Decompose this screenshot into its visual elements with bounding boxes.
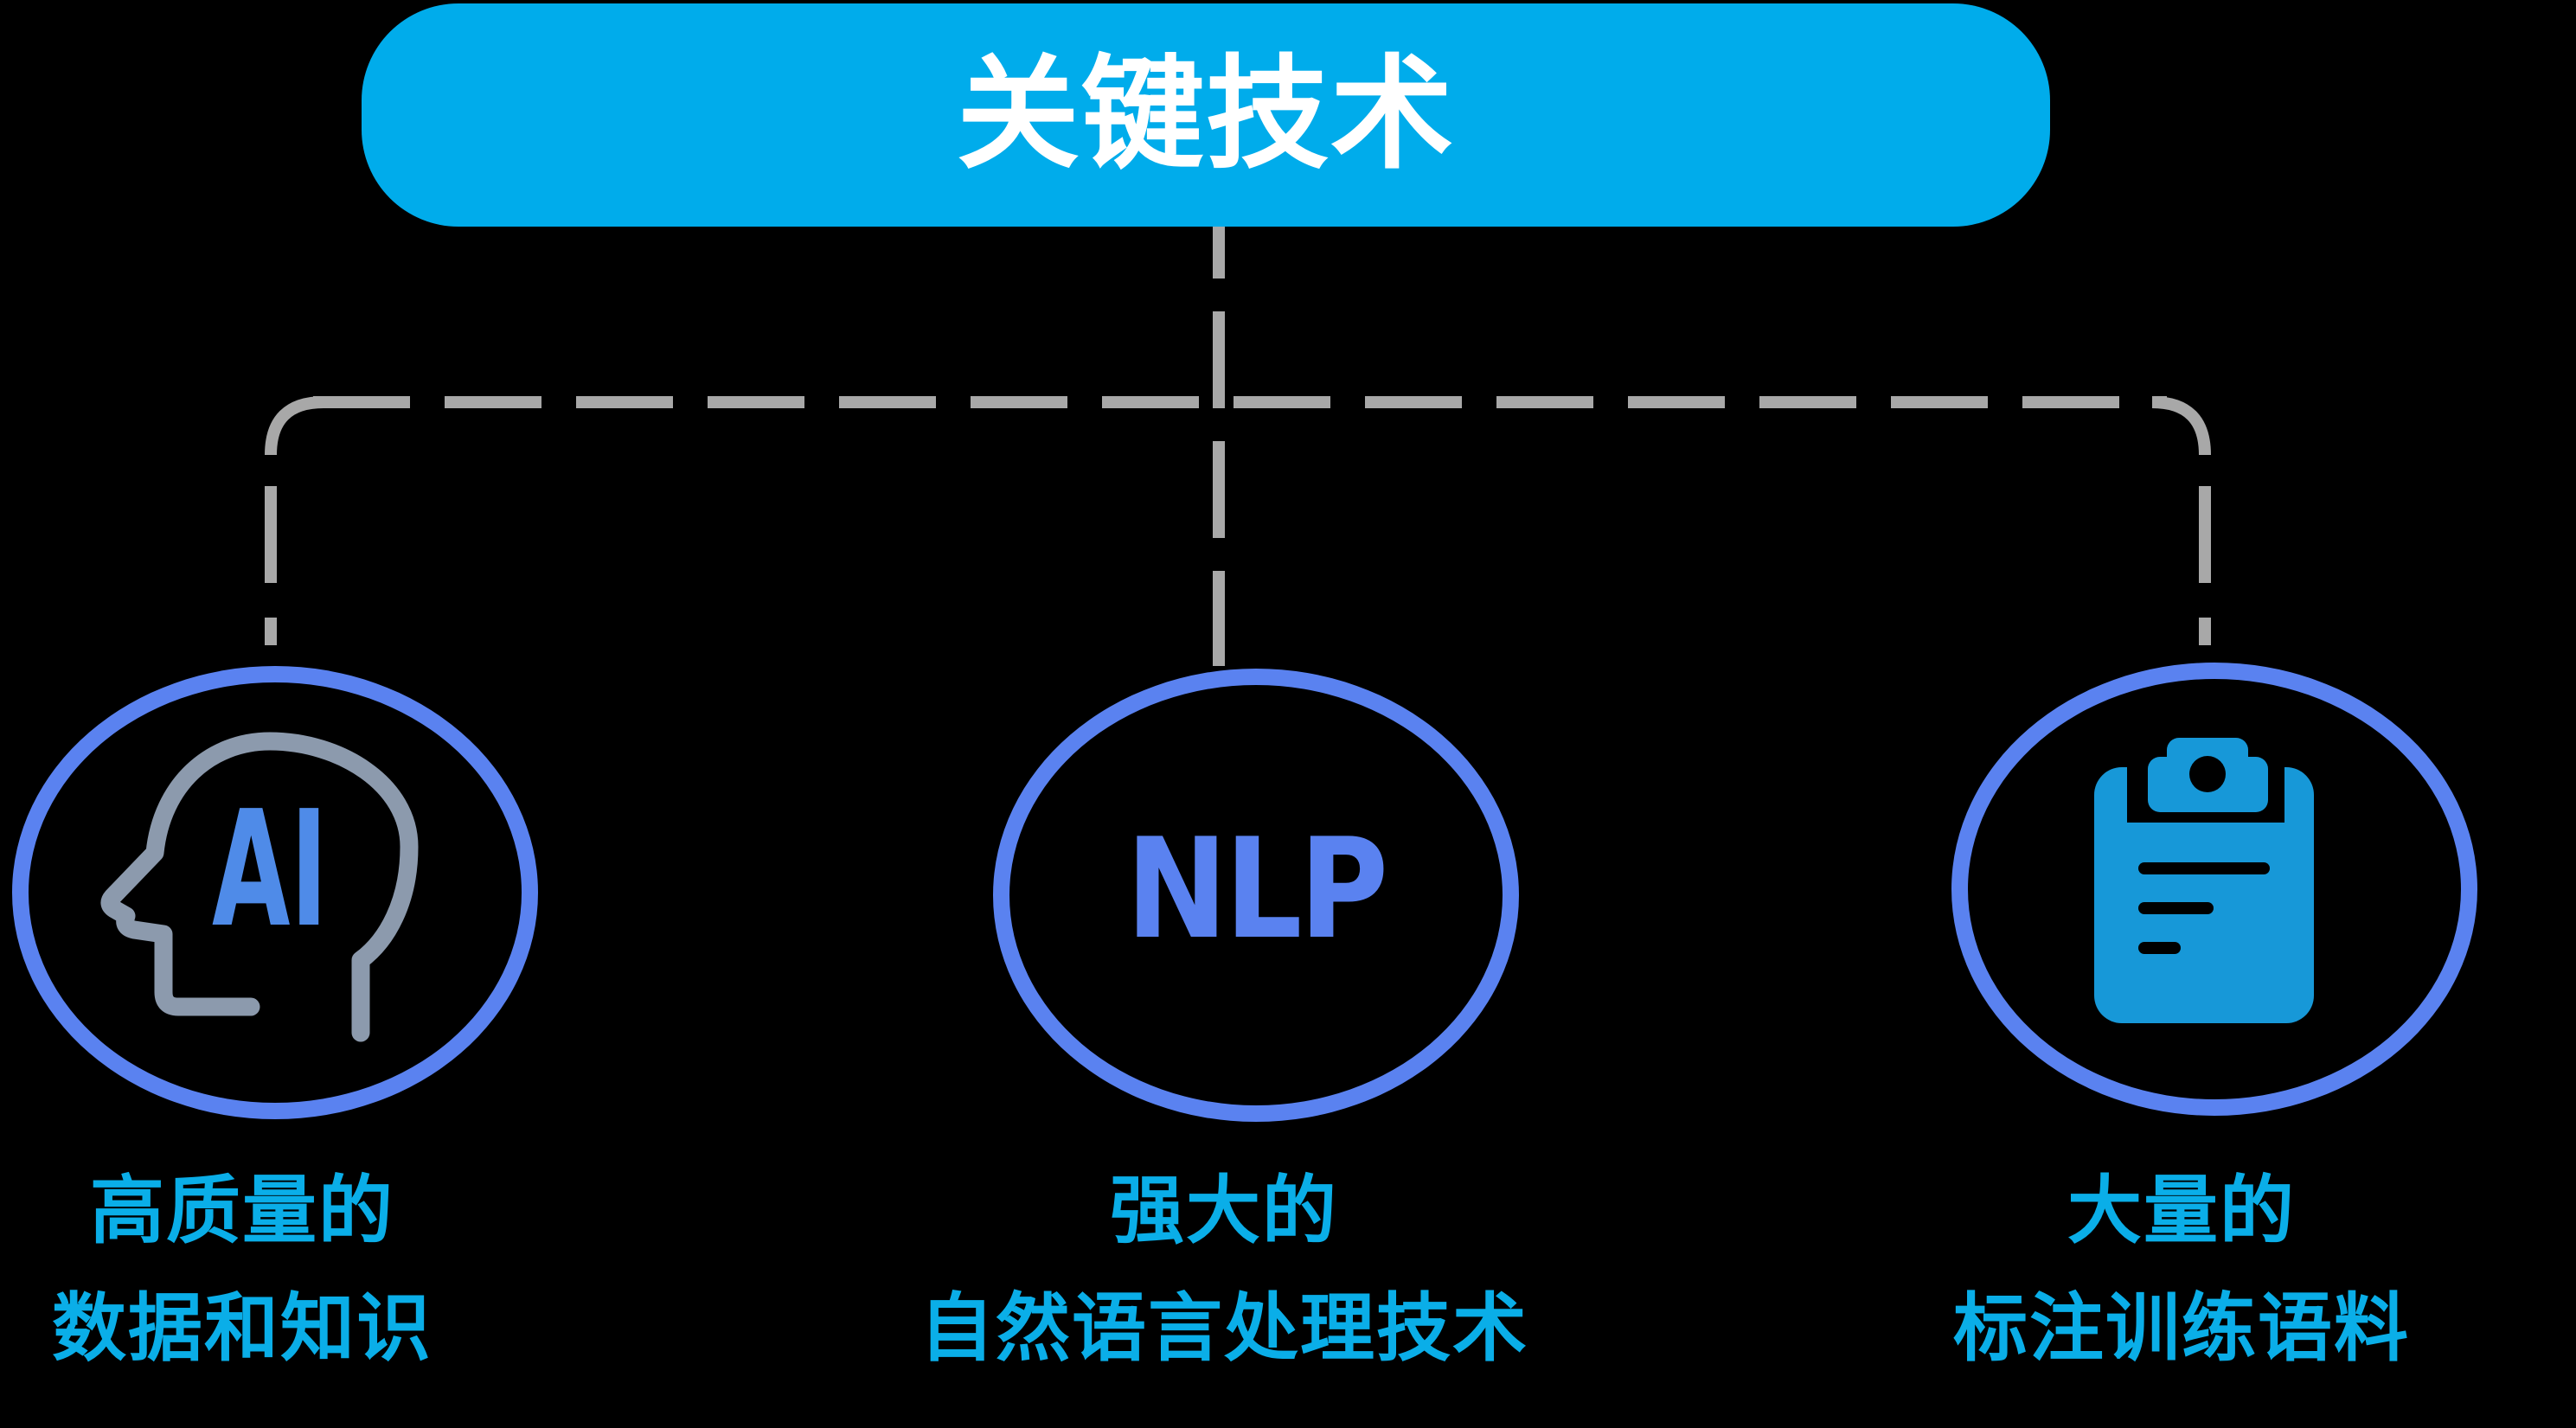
clipboard-body <box>2094 767 2314 1023</box>
label-nlp-line-2: 自然语言处理技术 <box>920 1285 1528 1372</box>
label-nlp-line-1: 强大的 <box>1110 1168 1338 1254</box>
ai-head-icon: AI <box>100 732 419 1042</box>
clipboard-text-line-2 <box>2138 902 2214 914</box>
clipboard-text-line-1 <box>2138 862 2270 874</box>
clipboard-clip-hole <box>2189 756 2226 792</box>
circle-nlp: NLP <box>993 669 1519 1122</box>
nlp-label: NLP <box>1125 808 1389 970</box>
connector-right-elbow <box>2151 396 2211 456</box>
label-corpus: 大量的 标注训练语料 <box>1836 1173 2528 1367</box>
label-corpus-line-1: 大量的 <box>2067 1168 2296 1254</box>
label-ai: 高质量的 数据和知识 <box>0 1173 588 1367</box>
label-nlp: 强大的 自然语言处理技术 <box>878 1173 1570 1367</box>
head-outline-path <box>100 732 419 1042</box>
ai-label: AI <box>212 776 328 963</box>
title-pill: 关键技术 <box>362 3 2050 227</box>
clipboard-text-line-3 <box>2138 942 2181 954</box>
connector-left-elbow <box>265 396 324 456</box>
label-ai-line-1: 高质量的 <box>90 1168 394 1254</box>
diagram-title: 关键技术 <box>957 43 1455 186</box>
label-ai-line-2: 数据和知识 <box>52 1285 433 1372</box>
label-corpus-line-2: 标注训练语料 <box>1953 1285 2410 1372</box>
clipboard-icon <box>2094 731 2314 1023</box>
